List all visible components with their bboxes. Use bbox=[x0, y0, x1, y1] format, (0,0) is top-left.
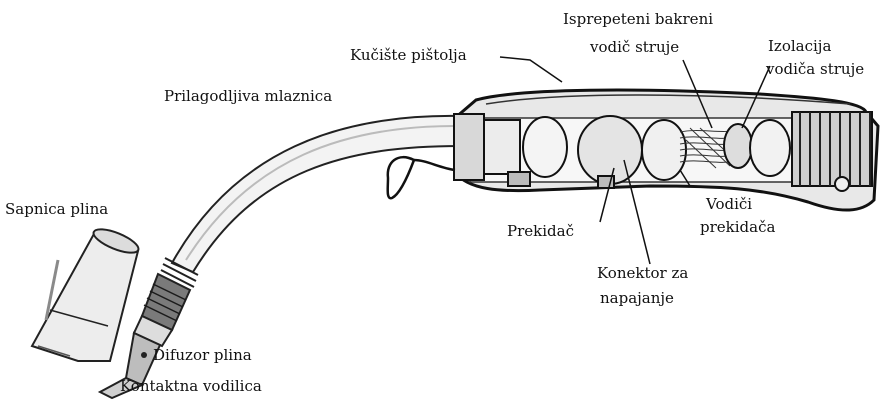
label-sapnica-plina: Sapnica plina bbox=[5, 200, 108, 219]
label-vodic-struje: vodič struje bbox=[590, 38, 679, 57]
label-napajanje: napajanje bbox=[600, 289, 674, 308]
label-kuciste-pistolja: Kučište pištolja bbox=[350, 46, 467, 65]
label-kontaktna-vodilica: Kontaktna vodilica bbox=[120, 377, 262, 396]
label-prilagodljiva-mlaznica: Prilagodljiva mlaznica bbox=[164, 87, 332, 106]
cable-insulation bbox=[792, 112, 872, 186]
label-isprepeteni-bakreni: Isprepeteni bakreni bbox=[563, 10, 713, 29]
leader-kuciste bbox=[500, 57, 562, 82]
label-izolacija: Izolacija bbox=[768, 37, 831, 56]
label-difuzor-plina: Difuzor plina bbox=[153, 346, 252, 365]
label-vodica-struje: vodiča struje bbox=[766, 60, 864, 79]
gas-diffuser bbox=[134, 274, 190, 346]
gas-nozzle bbox=[32, 225, 141, 361]
gooseneck-tube bbox=[161, 116, 460, 287]
label-prekidaca: prekidača bbox=[700, 218, 775, 237]
label-prekidac: Prekidač bbox=[507, 222, 574, 241]
gun-housing bbox=[454, 90, 878, 210]
label-konektor-za: Konektor za bbox=[597, 264, 688, 283]
label-vodici: Vodiči bbox=[706, 195, 752, 214]
trigger bbox=[388, 157, 455, 198]
